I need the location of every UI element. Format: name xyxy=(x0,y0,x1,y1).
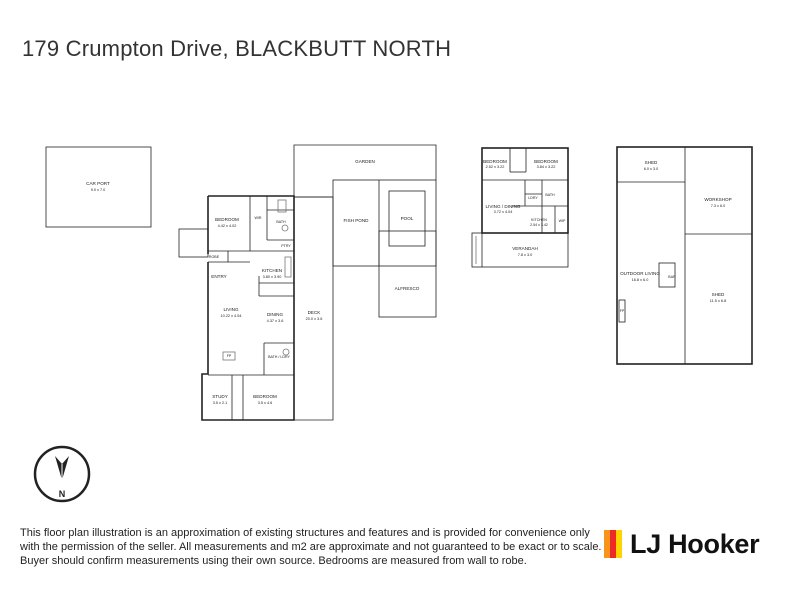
bedroom2-label: BEDROOM xyxy=(253,394,277,399)
fp-label: FP xyxy=(227,354,232,358)
workshop-dims: 7.3 x 6.0 xyxy=(711,204,726,208)
shed-small-label: SHED xyxy=(645,160,658,165)
verandah-dims: 7.8 x 3.0 xyxy=(518,253,533,257)
dining-label: DINING xyxy=(267,312,284,317)
verandah-label: VERANDAH xyxy=(512,246,538,251)
pool-label: POOL xyxy=(401,216,414,221)
cabin-bedroom1-dims: 2.52 x 3.22 xyxy=(486,165,505,169)
disclaimer-text: This floor plan illustration is an appro… xyxy=(20,527,602,567)
logo-bars-icon xyxy=(604,530,622,558)
shed-large-dims: 11.5 x 6.8 xyxy=(710,299,726,303)
cabin-bedroom1-label: BEDROOM xyxy=(483,159,507,164)
cabin: BEDROOM 2.52 x 3.22 BEDROOM 3.84 x 3.22 … xyxy=(471,147,569,268)
alfresco-label: ALFRESCO xyxy=(395,286,420,291)
workshop-label: WORKSHOP xyxy=(704,197,731,202)
lj-hooker-logo: LJ Hooker xyxy=(604,528,760,560)
carport-label: CAR PORT xyxy=(86,181,110,186)
garden-label: GARDEN xyxy=(355,159,375,164)
entry-label: ENTRY xyxy=(211,274,227,279)
carport-dims: 9.0 x 7.0 xyxy=(91,188,106,192)
cabin-bedroom2-label: BEDROOM xyxy=(534,159,558,164)
living-dims: 10.22 x 4.54 xyxy=(221,314,242,318)
logo-bar-yellow xyxy=(616,530,622,558)
bedroom1-label: BEDROOM xyxy=(215,217,239,222)
pantry-label: PTRY xyxy=(281,244,291,248)
shed-small-dims: 6.0 x 3.0 xyxy=(644,167,659,171)
logo-bar-red xyxy=(610,530,616,558)
logo-bar-orange xyxy=(604,530,610,558)
bedroom2-dims: 3.5 x 4.6 xyxy=(258,401,273,405)
shed-large-label: SHED xyxy=(712,292,725,297)
fishpond-label: FISH POND xyxy=(343,218,369,223)
sheds: SHED 6.0 x 3.0 WORKSHOP 7.3 x 6.0 OUTDOO… xyxy=(616,146,753,365)
cabin-kitchen-dims: 2.54 x 3.42 xyxy=(530,223,548,227)
floor-plan: CAR PORT 9.0 x 7.0 GARDEN FISH POND POOL… xyxy=(33,144,753,503)
bath1-label: BATH xyxy=(276,220,286,224)
kitchen-label: KITCHEN xyxy=(262,268,282,273)
carport: CAR PORT 9.0 x 7.0 xyxy=(45,146,152,228)
cabin-living-dims: 3.72 x 4.04 xyxy=(494,210,513,214)
cabin-bedroom2-dims: 3.84 x 3.22 xyxy=(537,165,556,169)
study-dims: 3.5 x 2.1 xyxy=(213,401,228,405)
cabin-kitchen-label: KITCHEN xyxy=(531,218,547,222)
cabin-laundry-label: LDRY xyxy=(528,196,538,200)
bath-laundry-label: BATH / LDRY xyxy=(268,355,290,359)
cabin-wip-label: WIP xyxy=(559,219,566,223)
main-house: DECK 20.0 x 3.6 BEDROOM 4.42 x 4.02 WIR … xyxy=(178,195,334,421)
bedroom1-dims: 4.42 x 4.02 xyxy=(218,224,237,228)
outdoor-living-dims: 16.8 x 6.0 xyxy=(632,278,649,282)
cabin-living-label: LIVING / DINING xyxy=(486,204,521,209)
dining-dims: 4.37 x 3.6 xyxy=(267,319,284,323)
compass-north-label: N xyxy=(59,489,66,499)
deck-dims: 20.0 x 3.6 xyxy=(306,317,323,321)
cabin-bath-label: BATH xyxy=(545,193,555,197)
living-label: LIVING xyxy=(223,307,238,312)
page-title: 179 Crumpton Drive, BLACKBUTT NORTH xyxy=(22,36,452,61)
wir-label: WIR xyxy=(255,216,262,220)
study-label: STUDY xyxy=(212,394,228,399)
outdoor-living-label: OUTDOOR LIVING xyxy=(620,271,660,276)
shed-fp-label: FP xyxy=(620,309,625,313)
compass-icon: N xyxy=(33,445,91,503)
kitchen-dims: 3.80 x 3.90 xyxy=(263,275,282,279)
bar-label: BAR xyxy=(668,275,676,279)
logo-text: LJ Hooker xyxy=(630,528,760,559)
deck-label: DECK xyxy=(308,310,322,315)
garden-area: GARDEN FISH POND POOL ALFRESCO xyxy=(293,144,437,318)
robe-label: ROBE xyxy=(209,255,220,259)
